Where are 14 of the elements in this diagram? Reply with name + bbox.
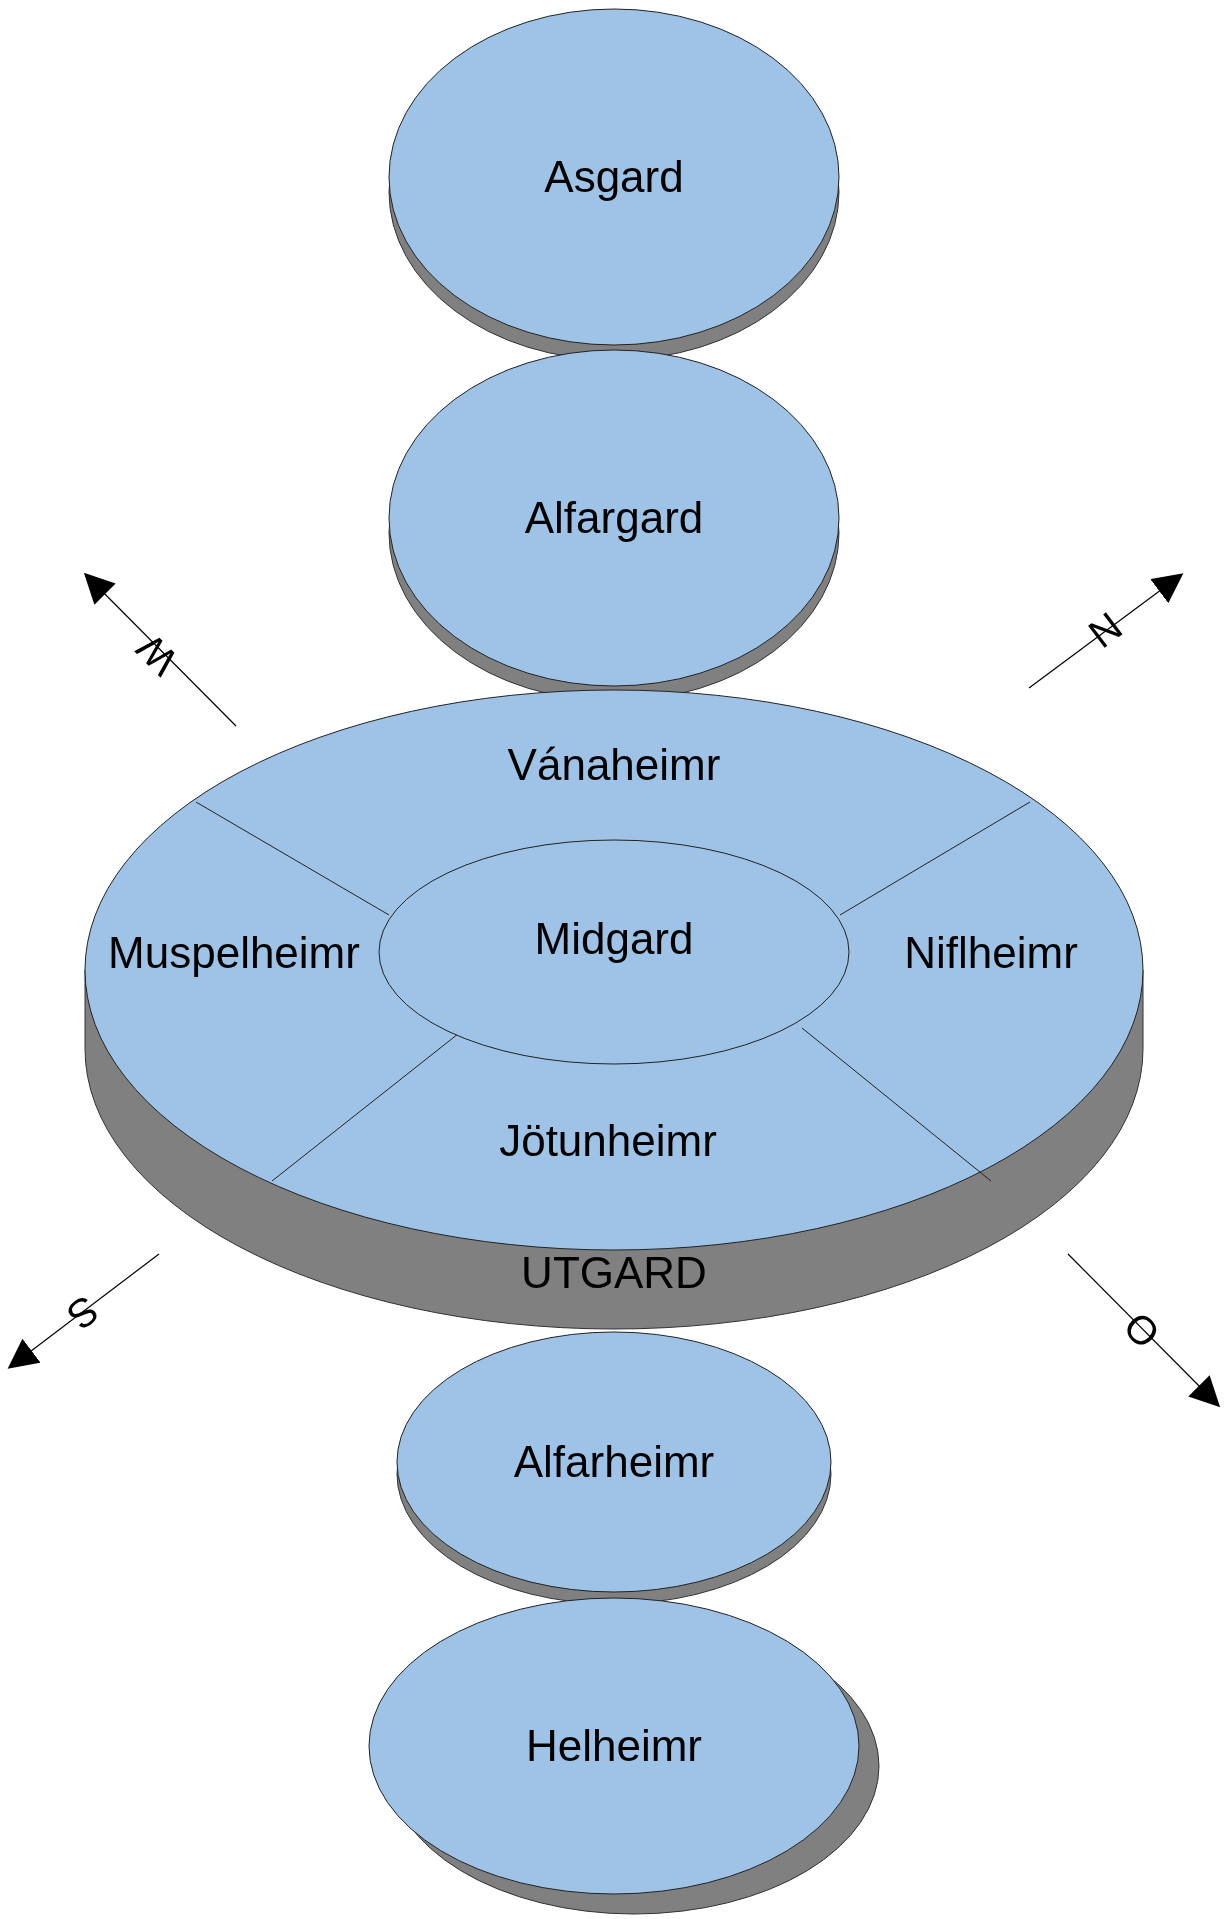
realm-name: Midgard (534, 917, 694, 961)
realm-label: Vánaheimr (507, 740, 721, 790)
realm-name: Alfarheimr (513, 1440, 715, 1484)
realm-name: UTGARD (521, 1251, 707, 1295)
realm-label: Jötunheimr (499, 1116, 717, 1166)
realm-name: Helheimr (526, 1724, 702, 1768)
realm-label: Niflheimr (904, 928, 1078, 978)
realm-name: Alfargard (524, 496, 704, 540)
compass-letter: O (1116, 1304, 1168, 1356)
compass-letter: N (1081, 605, 1129, 655)
realm-label: Muspelheimr (108, 928, 360, 978)
compass-letter: S (60, 1289, 106, 1337)
realm-name: Asgard (544, 155, 684, 199)
compass-letter: W (129, 627, 185, 683)
